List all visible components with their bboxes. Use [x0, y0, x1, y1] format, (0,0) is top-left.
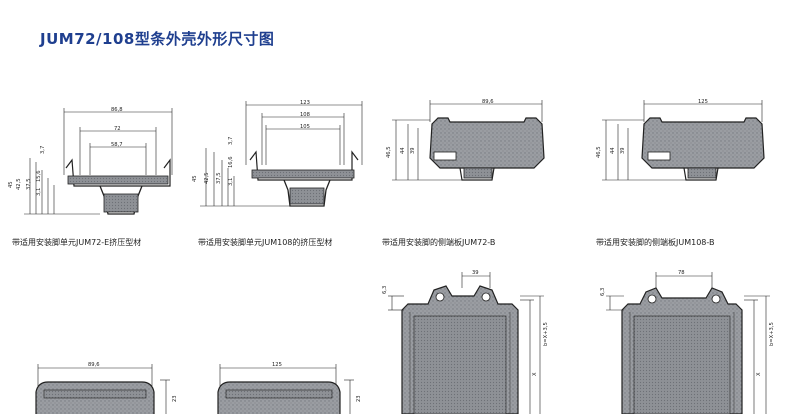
dim-f6-w: 125 — [272, 362, 282, 368]
dim-f8-w: 78 — [678, 270, 685, 276]
drawing-cover-89 — [35, 364, 170, 414]
dim-f3-w: 89,6 — [482, 99, 494, 105]
caption-jum108: 带适用安装脚单元JUM108的挤压型材 — [198, 238, 333, 247]
drawing-housing-jum108 — [606, 272, 770, 414]
dim-f1-h6: 3,7 — [40, 146, 46, 154]
dim-f2-w1: 123 — [300, 100, 310, 106]
dim-f5-h: 23 — [172, 395, 178, 402]
dim-f1-h1: 45 — [8, 181, 14, 188]
drawing-jum72-e-profile — [24, 108, 173, 215]
drawing-jum72-b-endplate — [392, 100, 545, 181]
drawing-cover-125 — [217, 364, 354, 414]
dim-f1-h3: 37,5 — [26, 178, 32, 190]
dim-f2-h1: 45 — [192, 175, 198, 182]
dim-f7-h1: 6,3 — [382, 286, 388, 294]
dim-f5-w: 89,6 — [88, 362, 100, 368]
dim-f8-h3: b=X+3,5 — [769, 322, 775, 346]
dim-f6-h: 23 — [356, 395, 362, 402]
caption-jum108-b: 带适用安装脚的侧端板JUM108-B — [596, 238, 715, 247]
dim-f2-h2: 42,5 — [204, 172, 210, 184]
dim-f7-h2: X — [532, 372, 538, 376]
dim-f4-h1: 46,5 — [596, 146, 602, 158]
dim-f3-h3: 39 — [410, 147, 416, 154]
drawing-housing-jum72 — [388, 272, 544, 414]
dim-f2-w2: 108 — [300, 112, 310, 118]
dim-f2-h5: 3,1 — [228, 178, 234, 186]
dim-f1-w3: 58,7 — [111, 142, 123, 148]
dim-f1-h5: 3,1 — [36, 188, 42, 196]
caption-jum72-b: 带适用安装脚的侧端板JUM72-B — [382, 238, 496, 247]
page-title: JUM72/108型条外壳外形尺寸图 — [40, 30, 275, 48]
dim-f4-h2: 44 — [610, 147, 616, 154]
dim-f1-w1: 86,8 — [111, 107, 123, 113]
dim-f1-w2: 72 — [114, 126, 121, 132]
dim-f4-w: 125 — [698, 99, 708, 105]
drawing-jum108-profile — [200, 101, 363, 207]
dim-f3-h1: 46,5 — [386, 146, 392, 158]
dim-f2-h3: 37,5 — [216, 172, 222, 184]
dim-f7-h3: b=X+3,5 — [543, 322, 549, 346]
dim-f7-w: 39 — [472, 270, 479, 276]
drawing-jum108-b-endplate — [602, 100, 765, 181]
dim-f8-h1: 6,3 — [600, 288, 606, 296]
dim-f4-h3: 39 — [620, 147, 626, 154]
dim-f3-h2: 44 — [400, 147, 406, 154]
dim-f8-h2: X — [756, 372, 762, 376]
dim-f1-h2: 42,5 — [16, 178, 22, 190]
caption-jum72-e: 带适用安装脚单元JUM72-E挤压型材 — [12, 238, 142, 247]
dim-f1-h4: 15,6 — [36, 170, 42, 182]
dim-f2-h4: 16,6 — [228, 156, 234, 168]
dim-f2-w3: 105 — [300, 124, 310, 130]
dim-f2-h6: 3,7 — [228, 137, 234, 145]
